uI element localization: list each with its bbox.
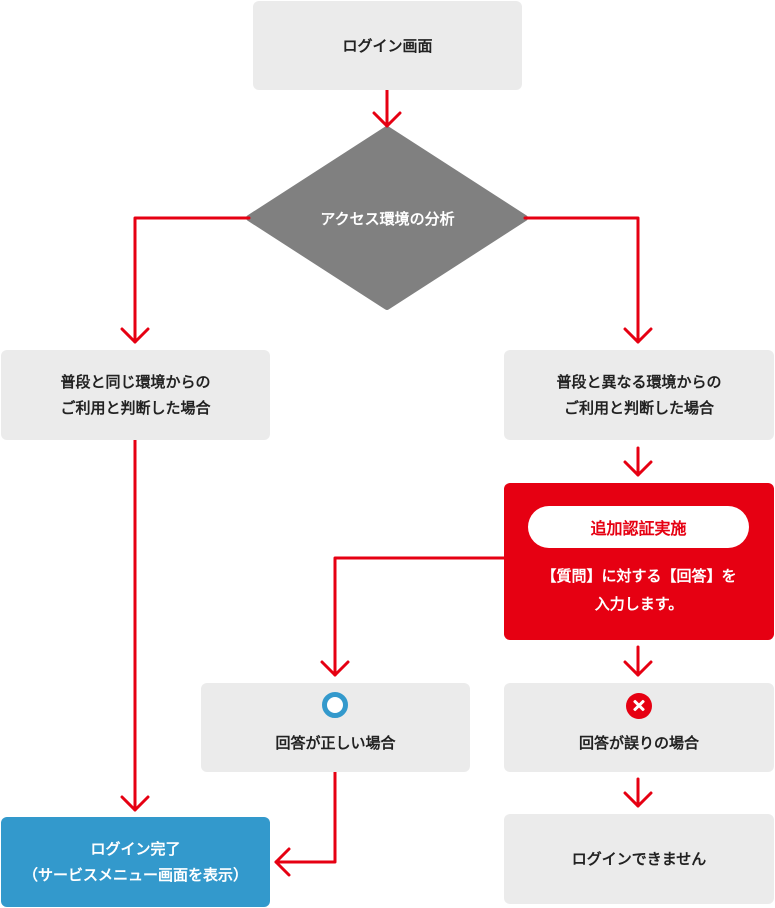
arrowhead-wrong	[623, 660, 653, 677]
arrowhead-complete	[120, 795, 150, 812]
diff-env-node: 普段と異なる環境からの ご利用と判断した場合	[504, 350, 774, 440]
arrowhead-correct	[320, 660, 350, 677]
extra-auth-description: 【質問】に対する【回答】を 入力します。	[541, 567, 737, 613]
arrowhead-auth	[623, 460, 653, 477]
same-env-label: 普段と同じ環境からの ご利用と判断した場合	[60, 373, 211, 417]
arrowhead-failed	[623, 791, 653, 808]
connector-analysis-to-diff-env	[523, 216, 640, 344]
arrowhead-diff-env	[623, 327, 653, 344]
login-screen-node: ログイン画面	[253, 1, 522, 90]
diff-env-label: 普段と異なる環境からの ご利用と判断した場合	[556, 373, 722, 417]
analysis-label: アクセス環境の分析	[320, 209, 455, 228]
login-complete-node: ログイン完了 （サービスメニュー画面を表示）	[1, 817, 270, 907]
connector-correct-to-complete	[274, 770, 337, 864]
arrowhead-same-env	[120, 327, 150, 344]
cross-icon	[626, 693, 652, 719]
correct-answer-label: 回答が正しい場合	[275, 734, 396, 752]
connector-analysis-to-same-env	[133, 216, 251, 344]
arrowhead-analysis	[372, 111, 402, 128]
circle-o-icon	[322, 692, 348, 718]
login-failed-label: ログインできません	[571, 850, 707, 868]
extra-auth-title: 追加認証実施	[528, 506, 749, 548]
login-failed-node: ログインできません	[504, 814, 774, 904]
same-env-node: 普段と同じ環境からの ご利用と判断した場合	[1, 350, 270, 440]
analysis-diamond	[246, 126, 528, 310]
connector-auth-to-correct	[333, 556, 506, 677]
arrowhead-complete-side	[274, 847, 291, 877]
login-complete-label: ログイン完了 （サービスメニュー画面を表示）	[22, 840, 248, 884]
wrong-answer-label: 回答が誤りの場合	[578, 734, 699, 752]
login-screen-label: ログイン画面	[342, 36, 433, 55]
